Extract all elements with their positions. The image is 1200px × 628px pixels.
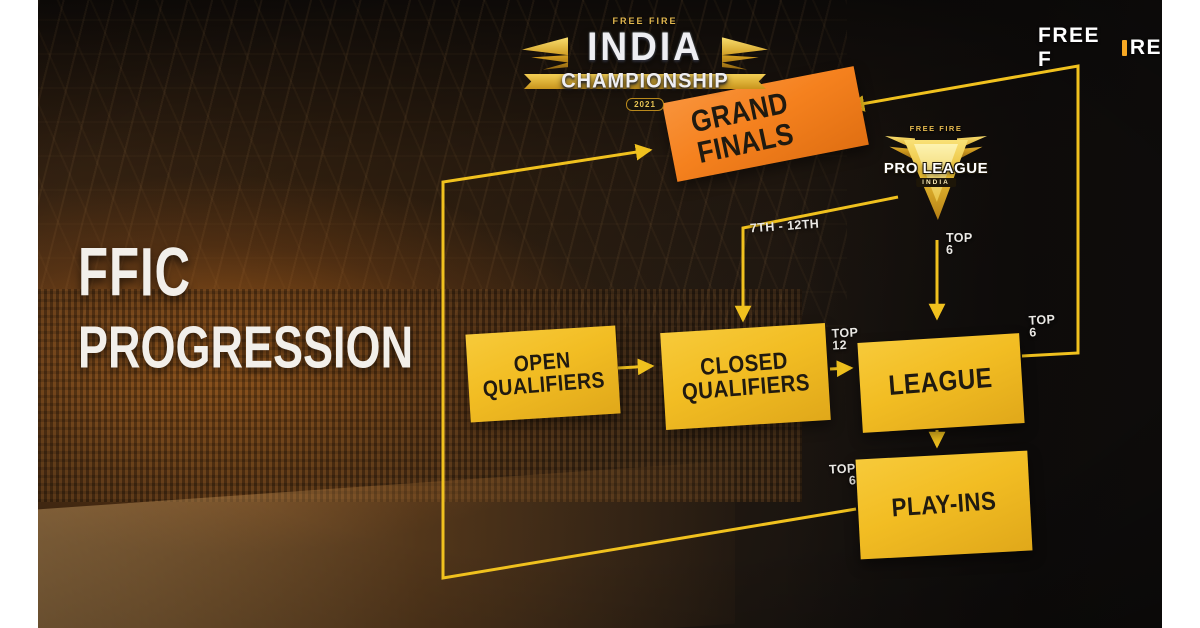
page-title-line2: PROGRESSION xyxy=(78,314,414,381)
page-title: FFIC PROGRESSION xyxy=(78,232,450,380)
node-play-ins: PLAY-INS xyxy=(855,450,1033,560)
ffic-logo-brand-text: FREE FIRE xyxy=(612,16,678,26)
edge-pro-league-to-closed-qualifiers xyxy=(734,195,899,323)
free-fire-wordmark-left: FREE F xyxy=(1038,24,1101,71)
league-label: LEAGUE xyxy=(887,362,994,402)
free-fire-wordmark: FREE F RE xyxy=(1038,24,1162,72)
progression-connectors xyxy=(441,64,1080,580)
edge-closed-to-league xyxy=(829,360,854,378)
free-fire-wordmark-right: RE xyxy=(1129,36,1162,59)
pro-league-region-text: INDIA xyxy=(916,178,956,187)
node-open-qualifiers: OPEN QUALIFIERS xyxy=(465,325,621,423)
arena-stage: FFIC PROGRESSION FREE FIRE INDIA CHAMPIO… xyxy=(38,0,1162,628)
edge-label-play-ins-to-grand-finals: TOP 6 xyxy=(828,461,857,488)
play-ins-label: PLAY-INS xyxy=(890,486,998,523)
ffic-championship-logo: FREE FIRE INDIA CHAMPIONSHIP 2021 xyxy=(522,16,768,112)
page-title-line1: FFIC xyxy=(78,233,192,311)
ffic-logo-championship: CHAMPIONSHIP xyxy=(524,69,766,94)
ffic-championship-text: CHAMPIONSHIP xyxy=(561,69,729,93)
pro-league-logo: FREE FIRE PRO LEAGUE INDIA xyxy=(883,124,989,222)
ffic-logo-india-text: INDIA xyxy=(522,24,768,70)
edge-label-league-to-grand-finals: TOP 6 xyxy=(1028,312,1056,340)
pro-league-emblem: PRO LEAGUE INDIA xyxy=(883,134,989,222)
edge-open-to-closed xyxy=(617,358,655,376)
node-closed-qualifiers: CLOSED QUALIFIERS xyxy=(660,323,831,430)
edge-play-ins-to-grand-finals xyxy=(441,143,857,580)
edge-label-pro-league-to-league: TOP 6 xyxy=(946,231,973,257)
fire-i-bar-icon xyxy=(1122,40,1128,56)
edge-league-to-grand-finals xyxy=(847,64,1080,358)
ffic-gold-banner xyxy=(524,74,766,89)
pro-league-title-text: PRO LEAGUE xyxy=(883,160,989,177)
edge-label-closed-to-league: TOP 12 xyxy=(831,325,859,353)
ffic-year-badge: 2021 xyxy=(626,98,664,111)
pro-league-brand-text: FREE FIRE xyxy=(909,124,963,133)
node-league: LEAGUE xyxy=(857,333,1025,433)
